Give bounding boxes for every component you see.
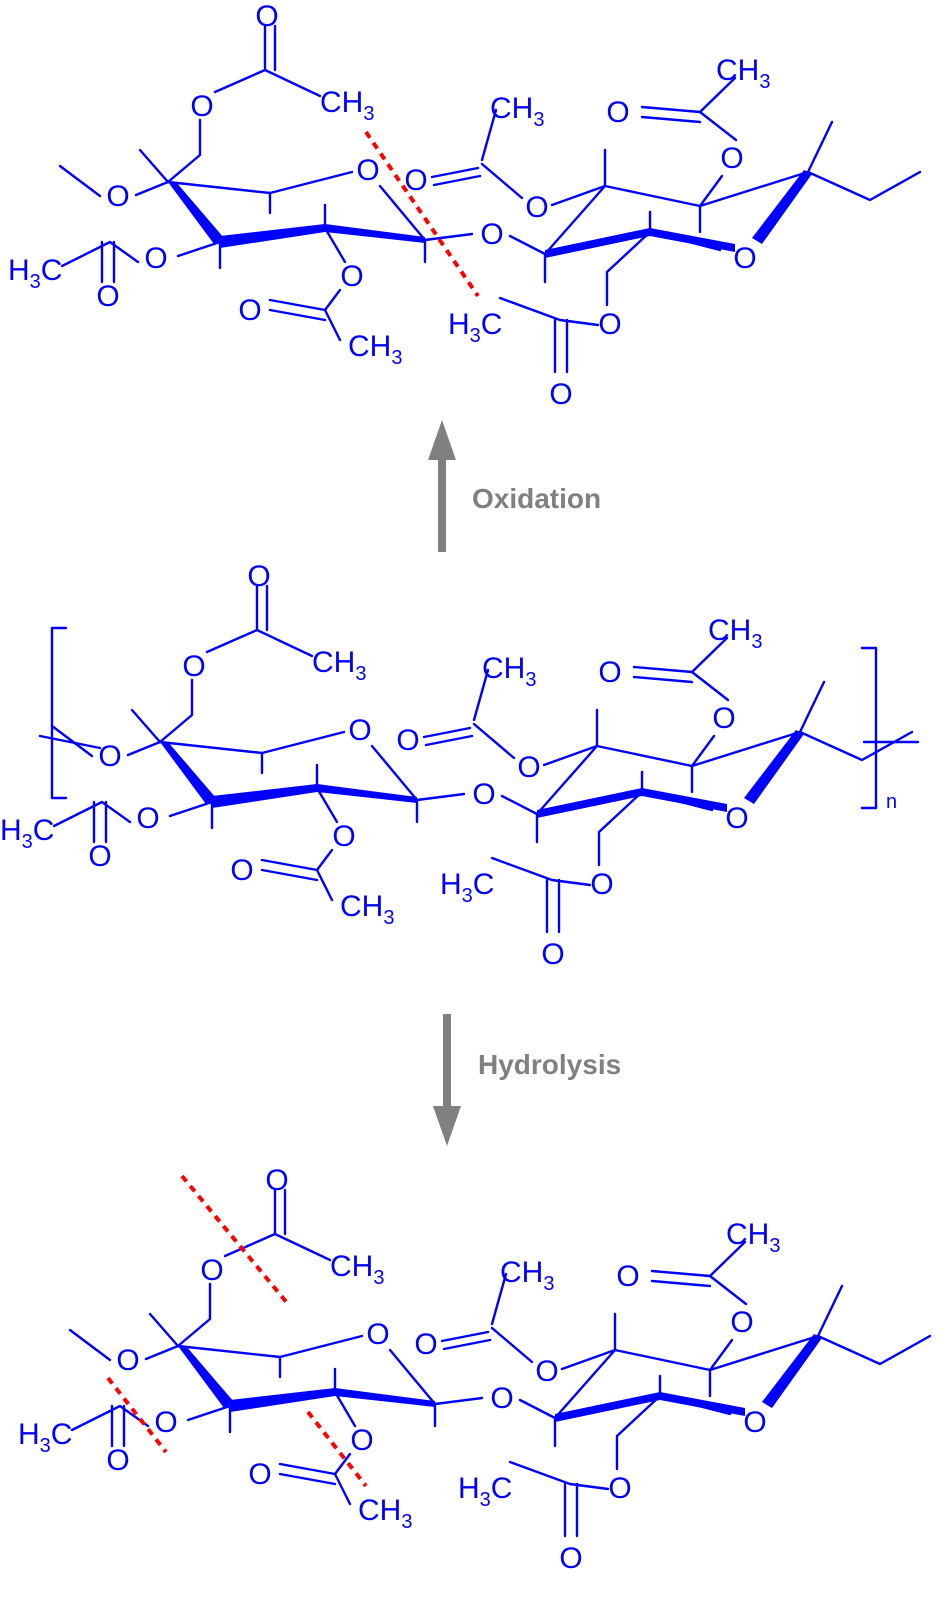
cleavage-line-ester-c2 [306,1410,368,1488]
cleavage-line-ester-c3 [106,1376,168,1454]
oxidation-label: Oxidation [472,483,601,514]
hydrolysis-product [16,1162,932,1577]
left-bracket [50,626,68,800]
repeat-subscript: n [886,791,897,813]
hydrolysis-label: Hydrolysis [478,1049,621,1080]
cleavage-line-glycosidic [364,130,480,298]
oxidation-product [6,0,922,413]
right-bracket [860,646,878,810]
hydrolysis-arrow: Hydrolysis [433,1014,621,1146]
cellulose-triacetate-repeat-unit: n [0,558,920,973]
cleavage-line-ester-c6 [180,1174,290,1306]
oxidation-arrow: Oxidation [428,420,601,552]
